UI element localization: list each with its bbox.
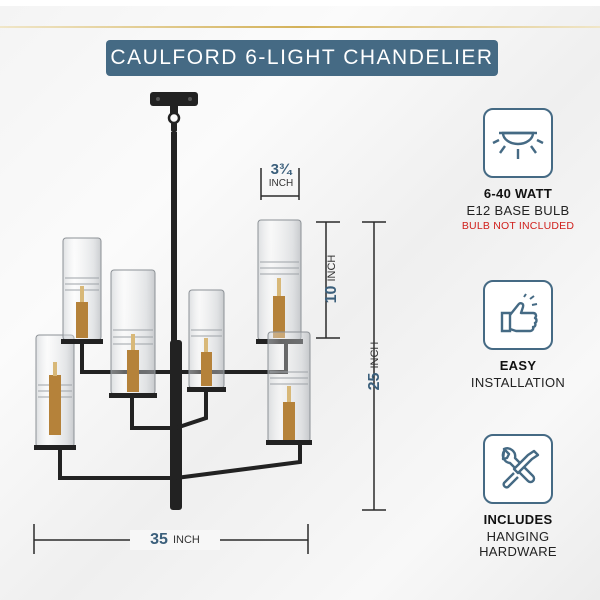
title-banner: CAULFORD 6-LIGHT CHANDELIER [106, 40, 498, 76]
lamp-6 [266, 331, 312, 445]
thumbs-up-hand-icon [483, 280, 553, 350]
total-width-label: 35 INCH [130, 530, 220, 550]
lamp-4 [187, 289, 226, 392]
lamp-5 [256, 219, 303, 344]
hanging-hardware-text: HANGING HARDWARE [479, 529, 557, 559]
total-height-value: 25 [366, 372, 383, 391]
feature-wattage: 6-40 WATT E12 BASE BULB BULB NOT INCLUDE… [448, 108, 588, 232]
hanging-loop [167, 111, 181, 125]
shade-height-value: 10 [323, 285, 340, 304]
feature-hardware: INCLUDES HANGING HARDWARE [448, 434, 588, 559]
page-title: CAULFORD 6-LIGHT CHANDELIER [110, 46, 494, 69]
easy-title: EASY [499, 358, 537, 373]
ceiling-canopy [150, 92, 198, 106]
installation-text: INSTALLATION [470, 375, 566, 390]
top-margin [0, 0, 600, 6]
ceiling-light-icon [483, 108, 553, 178]
shade-height-unit: INCH [326, 254, 338, 282]
shade-width-value: 3¾ [270, 161, 292, 178]
wattage-title: 6-40 WATT [483, 186, 553, 201]
total-height-label: 25 INCH [364, 321, 386, 411]
shade-height-label: 10 INCH [321, 239, 343, 319]
lamp-3 [109, 269, 157, 398]
includes-title: INCLUDES [483, 512, 553, 527]
wrench-screwdriver-icon [483, 434, 553, 504]
lamp-2 [61, 237, 103, 344]
gold-divider [0, 26, 600, 28]
bulb-not-included-note: BULB NOT INCLUDED [461, 220, 575, 232]
total-width-value: 35 [150, 531, 168, 548]
lamp-1 [34, 334, 76, 450]
total-width-unit: INCH [172, 534, 200, 546]
shade-width-unit: INCH [268, 178, 294, 189]
bulb-base-text: E12 BASE BULB [466, 203, 570, 218]
feature-installation: EASY INSTALLATION [448, 280, 588, 390]
total-height-unit: INCH [369, 341, 381, 369]
shade-width-label: 3¾ INCH [262, 162, 300, 189]
down-rod [171, 132, 177, 342]
center-body [170, 340, 182, 510]
